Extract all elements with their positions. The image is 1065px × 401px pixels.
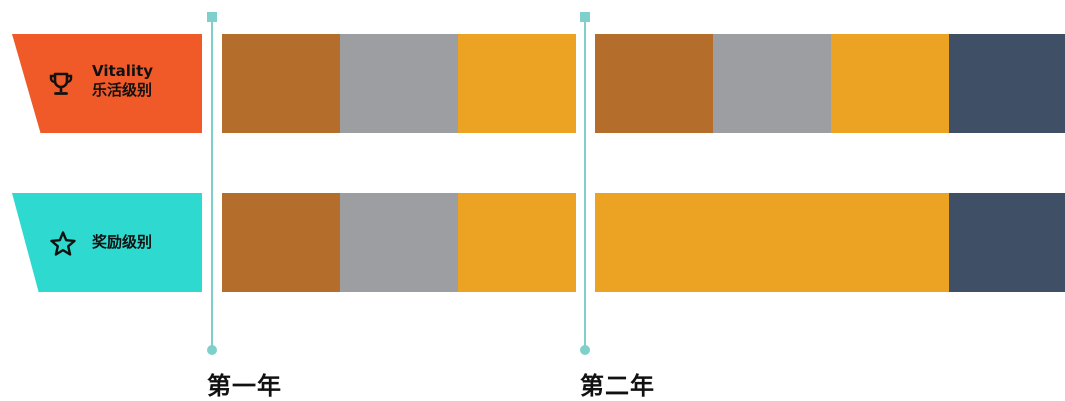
reward-y1-gold (458, 193, 576, 292)
vitality-y1-silver (340, 34, 458, 133)
reward-y2-platinum (949, 193, 1065, 292)
reward-label-zh: 奖励级别 (92, 233, 153, 251)
reward-y2-gold (595, 193, 949, 292)
vitality-y2-bronze (595, 34, 713, 133)
year1-timeline-line (211, 18, 213, 348)
year2-timeline-cap (580, 12, 590, 22)
vitality-level-label: Vitality 乐活级别 (92, 62, 153, 100)
reward-level-label: 奖励级别 (92, 233, 152, 252)
vitality-y2-gold (831, 34, 949, 133)
vitality-y1-bronze (222, 34, 340, 133)
star-icon (50, 231, 76, 256)
year1-timeline-dot (207, 345, 217, 355)
vitality-y1-gold (458, 34, 576, 133)
vitality-level-tag: Vitality 乐活级别 (12, 34, 202, 133)
reward-level-tag: 奖励级别 (12, 193, 202, 292)
year1-label: 第一年 (207, 372, 282, 400)
vitality-label-zh: 乐活级别 (92, 81, 153, 99)
vitality-label-en: Vitality (92, 62, 154, 80)
year1-timeline-cap (207, 12, 217, 22)
vitality-y2-silver (713, 34, 831, 133)
year2-timeline-dot (580, 345, 590, 355)
vitality-y2-platinum (949, 34, 1065, 133)
reward-y1-bronze (222, 193, 340, 292)
trophy-icon (49, 72, 73, 95)
reward-y1-silver (340, 193, 458, 292)
year2-timeline-line (584, 18, 586, 348)
year2-label: 第二年 (580, 372, 655, 400)
